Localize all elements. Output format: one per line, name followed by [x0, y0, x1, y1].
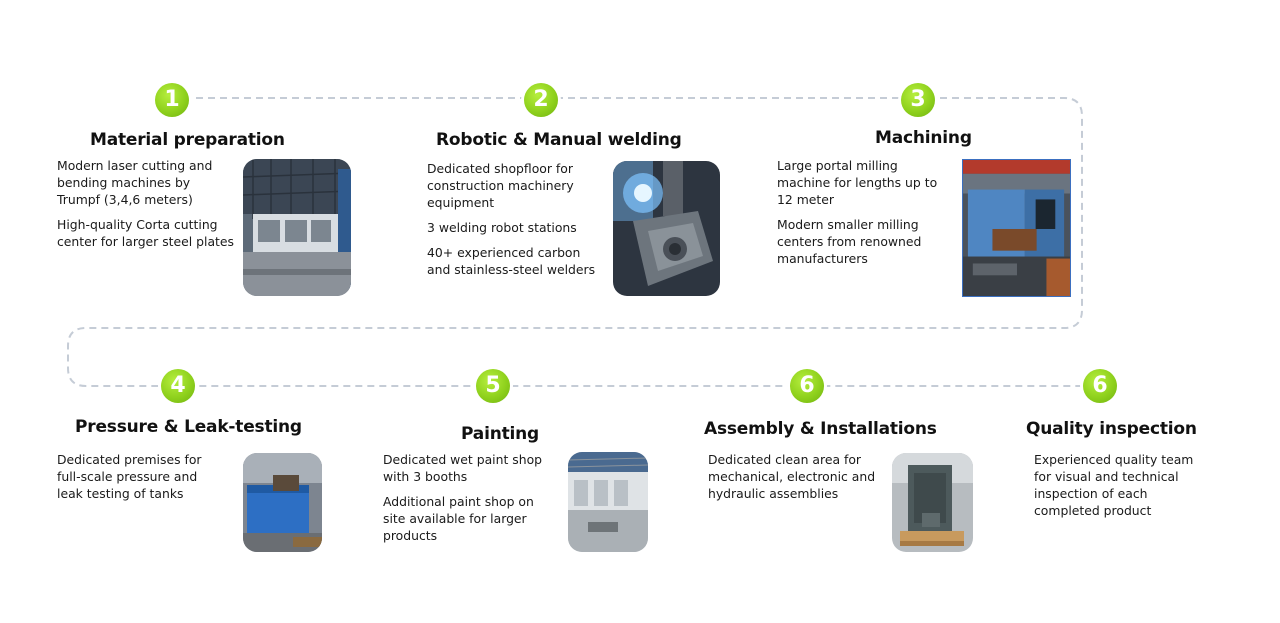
milling-machine-photo	[962, 159, 1071, 297]
step-2-line-2: 3 welding robot stations	[427, 220, 577, 235]
step-3-description: Large portal milling machine for lengths…	[777, 157, 952, 275]
step-5-line-2: Additional paint shop on site available …	[383, 494, 534, 543]
step-2-line-3: 40+ experienced carbon and stainless-ste…	[427, 245, 596, 277]
assembly-photo	[892, 453, 973, 552]
step-6-title: Assembly & Installations	[704, 419, 937, 439]
step-1-line-2: High-quality Corta cutting center for la…	[57, 217, 234, 249]
step-5-line-1: Dedicated wet paint shop with 3 booths	[383, 452, 543, 484]
step-3-line-1: Large portal milling machine for lengths…	[777, 158, 938, 207]
paint-shop-photo	[568, 452, 648, 552]
step-4-title: Pressure & Leak-testing	[75, 417, 302, 437]
laser-cutting-machine-photo	[243, 159, 351, 296]
step-1-title: Material preparation	[90, 130, 285, 150]
step-3-line-2: Modern smaller milling centers from reno…	[777, 217, 922, 266]
step-5-description: Dedicated wet paint shop with 3 booths A…	[383, 451, 553, 552]
step-7-line-1: Experienced quality team for visual and …	[1034, 452, 1194, 518]
step-1-line-1: Modern laser cutting and bending machine…	[57, 158, 213, 207]
step-4-number-badge: 4	[161, 369, 195, 403]
step-5-title: Painting	[461, 424, 540, 444]
step-2-number-badge: 2	[524, 83, 558, 117]
step-7-title: Quality inspection	[1026, 419, 1197, 439]
step-6-line-1: Dedicated clean area for mechanical, ele…	[708, 452, 876, 501]
step-6-description: Dedicated clean area for mechanical, ele…	[708, 451, 880, 510]
step-6-number-badge: 6	[790, 369, 824, 403]
step-5-number-badge: 5	[476, 369, 510, 403]
step-4-description: Dedicated premises for full-scale pressu…	[57, 451, 217, 510]
step-2-title: Robotic & Manual welding	[436, 130, 682, 150]
step-2-line-1: Dedicated shopfloor for construction mac…	[427, 161, 574, 210]
step-3-number-badge: 3	[901, 83, 935, 117]
step-4-line-1: Dedicated premises for full-scale pressu…	[57, 452, 202, 501]
step-1-number-badge: 1	[155, 83, 189, 117]
step-1-description: Modern laser cutting and bending machine…	[57, 157, 235, 258]
welding-photo	[613, 161, 720, 296]
leak-testing-tank-photo	[243, 453, 322, 552]
step-2-description: Dedicated shopfloor for construction mac…	[427, 160, 599, 286]
step-7-number-badge: 6	[1083, 369, 1117, 403]
step-7-description: Experienced quality team for visual and …	[1034, 451, 1210, 527]
step-3-title: Machining	[875, 128, 972, 148]
